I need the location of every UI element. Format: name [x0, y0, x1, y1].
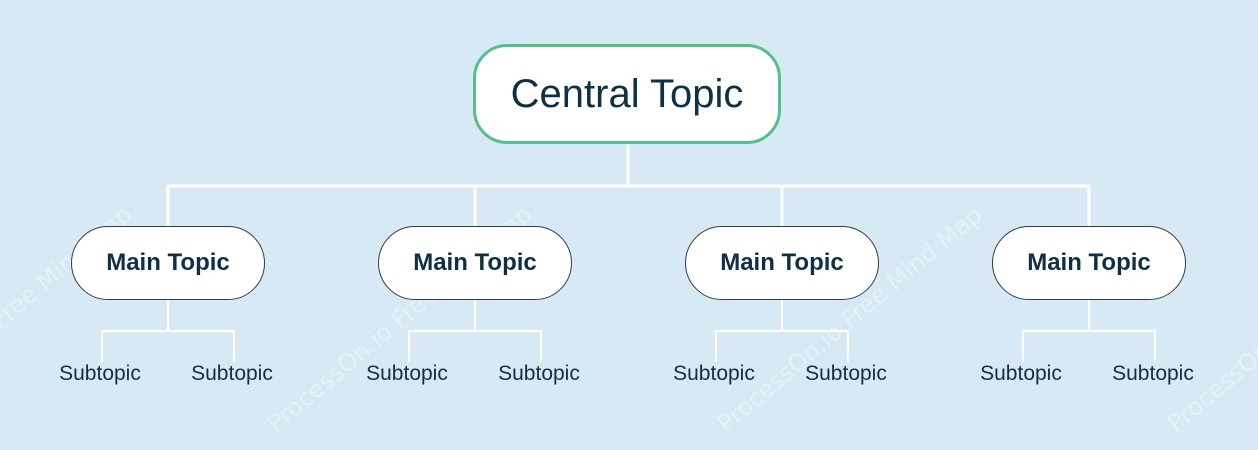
main-topic-label: Main Topic: [1027, 249, 1151, 276]
main-topic-node-4[interactable]: Main Topic: [992, 226, 1186, 300]
subtopic-node[interactable]: Subtopic: [366, 362, 448, 385]
subtopic-node[interactable]: Subtopic: [673, 362, 755, 385]
main-topic-label: Main Topic: [720, 249, 844, 276]
subtopic-node[interactable]: Subtopic: [805, 362, 887, 385]
subtopic-node[interactable]: Subtopic: [980, 362, 1062, 385]
main-topic-label: Main Topic: [106, 249, 230, 276]
subtopic-node[interactable]: Subtopic: [59, 362, 141, 385]
subtopic-node[interactable]: Subtopic: [1112, 362, 1194, 385]
subtopic-node[interactable]: Subtopic: [191, 362, 273, 385]
subtopic-node[interactable]: Subtopic: [498, 362, 580, 385]
central-topic-node[interactable]: Central Topic: [473, 44, 781, 144]
main-topic-node-3[interactable]: Main Topic: [685, 226, 879, 300]
central-topic-label: Central Topic: [510, 71, 744, 116]
main-topic-label: Main Topic: [413, 249, 537, 276]
main-topic-node-2[interactable]: Main Topic: [378, 226, 572, 300]
main-topic-node-1[interactable]: Main Topic: [71, 226, 265, 300]
